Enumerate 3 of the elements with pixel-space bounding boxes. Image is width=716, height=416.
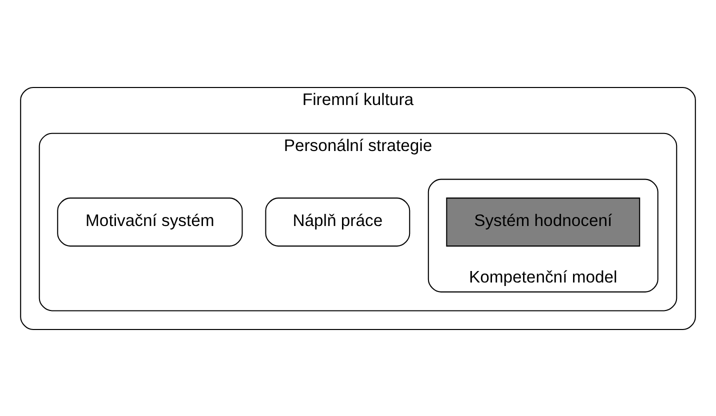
- node-box: Motivační systém: [57, 197, 243, 246]
- node-box: Náplň práce: [265, 197, 410, 246]
- node-box: Systém hodnocení: [446, 197, 640, 246]
